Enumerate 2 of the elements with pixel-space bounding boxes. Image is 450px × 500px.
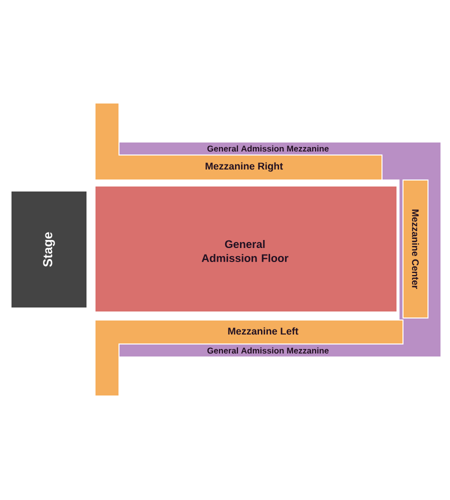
stage-area: Stage xyxy=(10,190,88,308)
section-area: General Admission Floor xyxy=(94,186,398,312)
